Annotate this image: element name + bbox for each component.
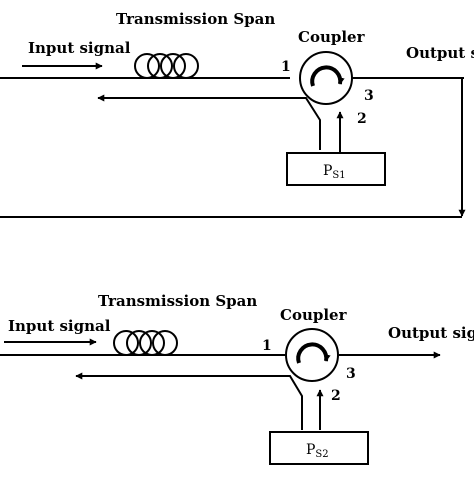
port2-label-top: 2 <box>357 111 367 127</box>
pump-box-top <box>286 152 386 186</box>
input-label-top: Input signal <box>28 39 131 57</box>
fiber-coil-icon <box>134 53 199 79</box>
panel-bottom: Input signal Transmission Span Coupler O… <box>0 292 474 465</box>
port2-label-bottom: 2 <box>331 388 341 404</box>
input-label-bottom: Input signal <box>8 317 111 335</box>
pump-box-bottom <box>269 431 369 465</box>
output-label-top: Output signal <box>406 44 474 62</box>
coupler-circle-bottom <box>285 328 339 382</box>
coupler-label-bottom: Coupler <box>280 306 348 324</box>
backward-path-bottom <box>75 372 303 430</box>
output-label-bottom: Output signal <box>388 324 474 342</box>
coupler-label-top: Coupler <box>298 28 366 46</box>
port1-label-bottom: 1 <box>262 338 272 354</box>
circulator-arrow-icon <box>310 65 345 87</box>
span-label-bottom: Transmission Span <box>98 292 257 310</box>
fiber-coil-bottom-icon <box>113 330 178 356</box>
circulator-arrow-bottom-icon <box>296 342 331 364</box>
port3-label-top: 3 <box>364 88 374 104</box>
span-label-top: Transmission Span <box>116 10 275 28</box>
port1-label-top: 1 <box>281 59 291 75</box>
pump-label-top: PS1 <box>323 163 346 181</box>
panel-top: Input signal Transmission Span Coupler O… <box>0 10 474 218</box>
port3-label-bottom: 3 <box>346 366 356 382</box>
coupler-circle-top <box>299 51 353 105</box>
pump-label-bottom: PS2 <box>306 442 329 460</box>
backward-path-top <box>97 94 321 150</box>
